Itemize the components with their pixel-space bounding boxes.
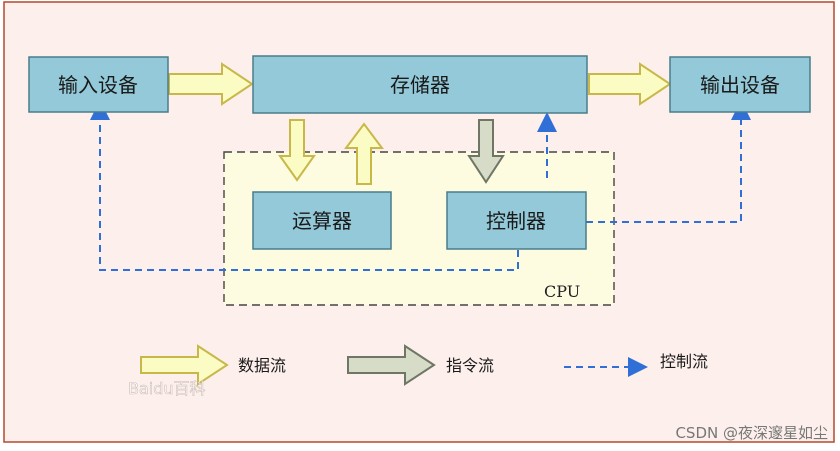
legend: 数据流 指令流 控制流 xyxy=(140,344,708,386)
baidu-watermark: Baidu百科 xyxy=(128,379,206,398)
output-device-label: 输出设备 xyxy=(700,73,780,97)
legend-instruction-flow-label: 指令流 xyxy=(446,356,494,375)
data-flow-arrow-input-to-memory xyxy=(168,62,254,106)
legend-control-flow-label: 控制流 xyxy=(660,352,708,371)
controller-label: 控制器 xyxy=(486,209,546,233)
legend-instruction-flow-arrow xyxy=(347,344,436,386)
input-device-label: 输入设备 xyxy=(58,73,138,97)
memory-node: 存储器 xyxy=(252,55,588,114)
data-flow-arrow-memory-to-output xyxy=(588,62,672,106)
control-flow-controller-to-input xyxy=(90,100,519,271)
data-flow-arrow-memory-to-alu xyxy=(278,119,316,182)
legend-data-flow-arrow xyxy=(140,344,229,386)
memory-label: 存储器 xyxy=(390,73,450,97)
alu-label: 运算器 xyxy=(292,209,352,233)
instruction-flow-arrow-memory-to-controller xyxy=(467,119,505,184)
controller-node: 控制器 xyxy=(446,191,587,250)
output-device-node: 输出设备 xyxy=(669,56,811,113)
legend-data-flow-label: 数据流 xyxy=(238,356,286,375)
control-flow-controller-to-output xyxy=(586,100,751,223)
input-device-node: 输入设备 xyxy=(28,56,169,113)
cpu-label: CPU xyxy=(544,282,580,301)
alu-node: 运算器 xyxy=(252,191,392,250)
data-flow-arrow-alu-to-memory xyxy=(344,122,384,185)
csdn-watermark: CSDN @夜深邃星如尘 xyxy=(675,424,828,442)
